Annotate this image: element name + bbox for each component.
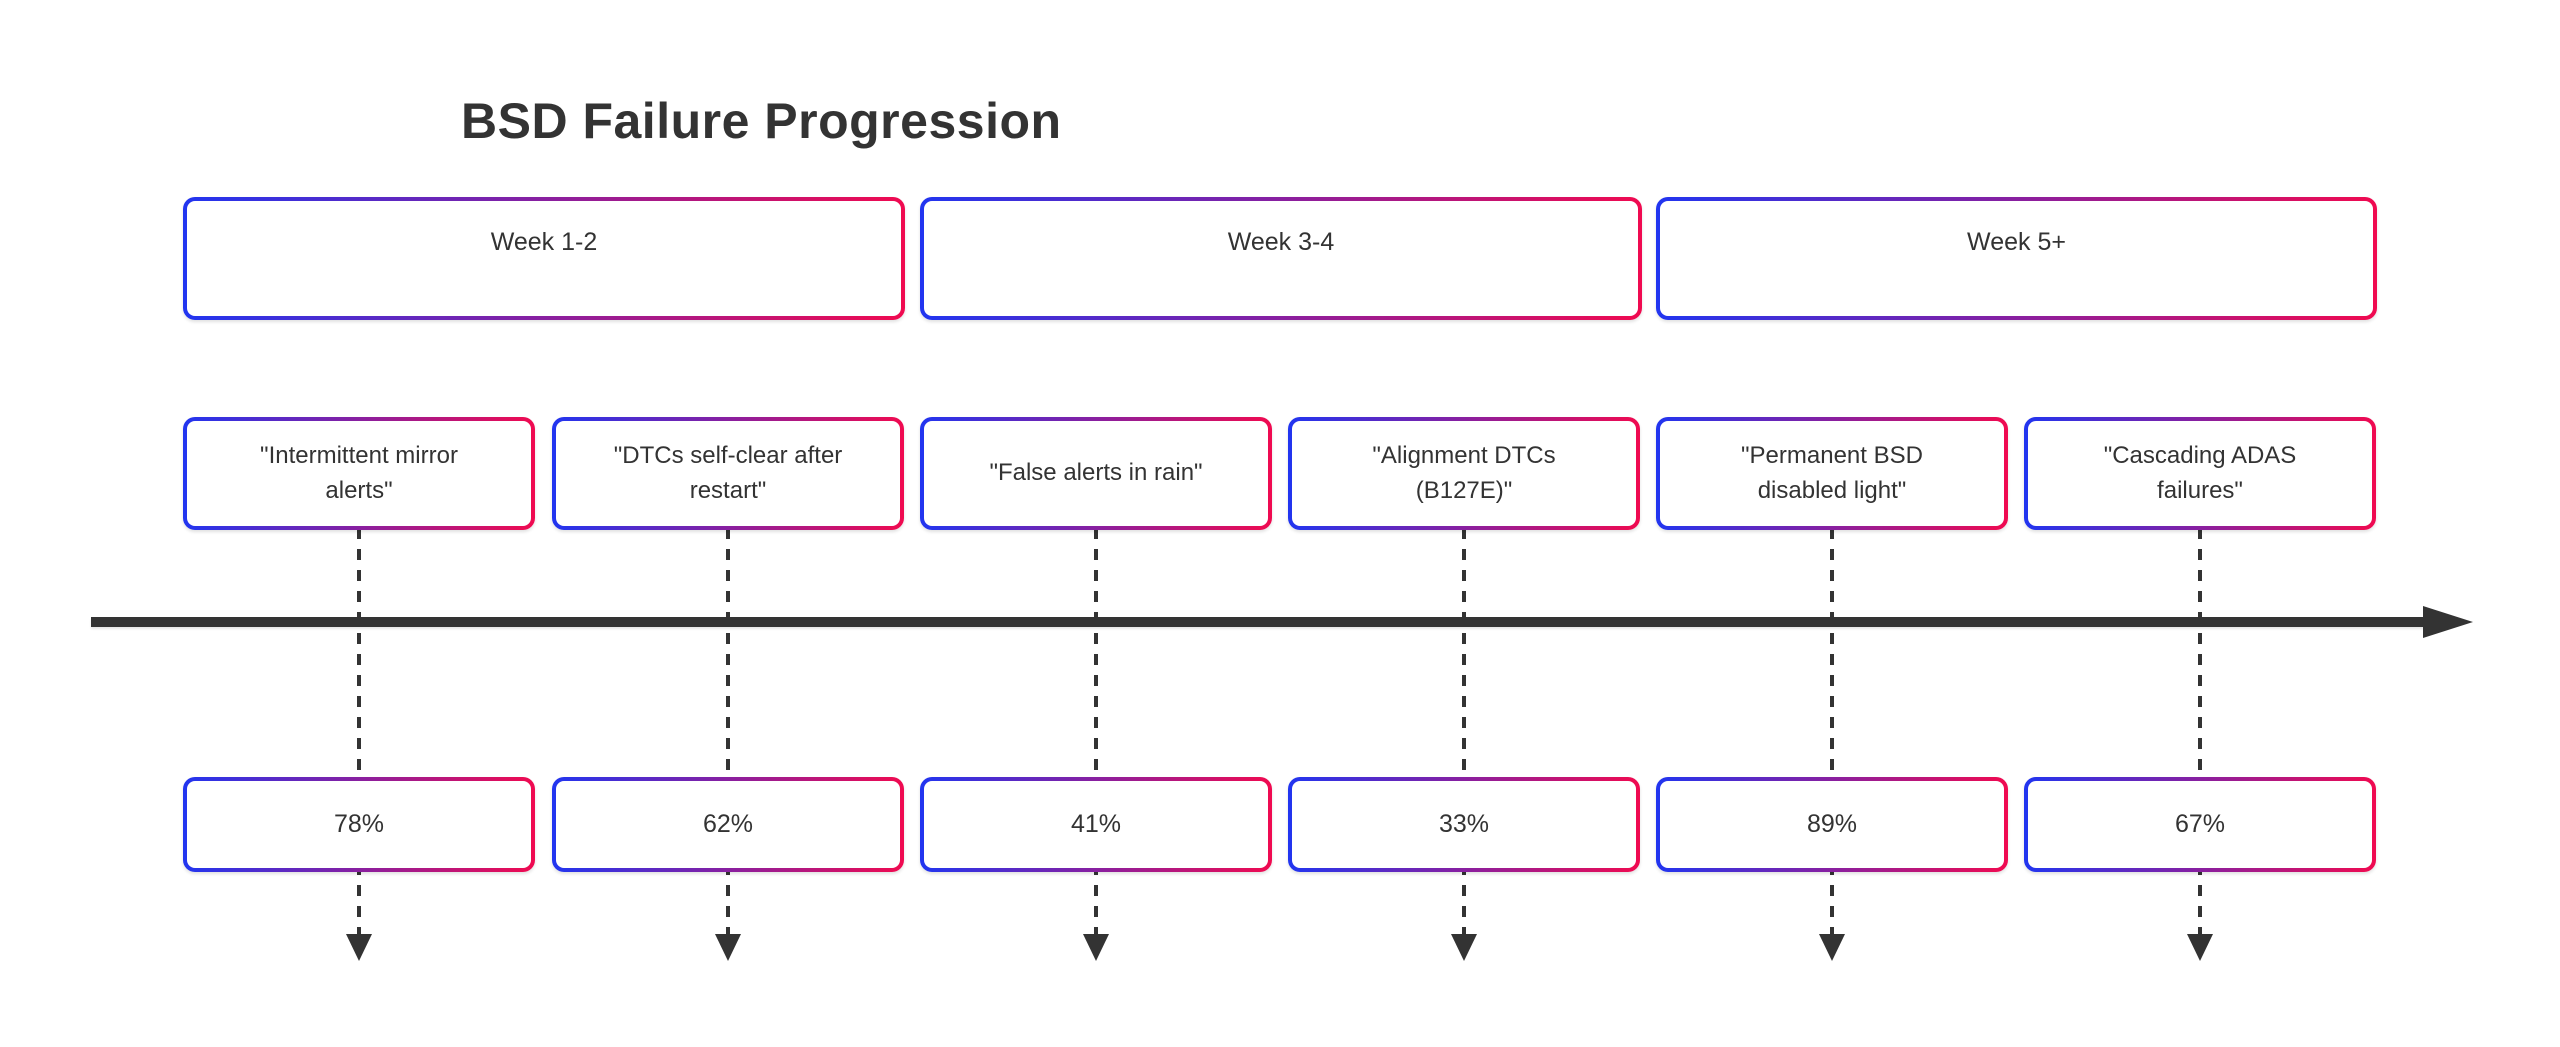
percent-box: 41% bbox=[920, 777, 1272, 872]
symptom-label: "Permanent BSD disabled light" bbox=[1741, 442, 1923, 504]
symptom-label: "Alignment DTCs (B127E)" bbox=[1372, 442, 1556, 504]
symptom-label: "False alerts in rain" bbox=[989, 459, 1203, 487]
symptom-box-dtcs-self-clear: "DTCs self-clear after restart" bbox=[552, 417, 904, 530]
dashed-connector-line bbox=[357, 528, 361, 934]
down-arrowhead-icon bbox=[2187, 934, 2213, 961]
symptom-label: "Intermittent mirror alerts" bbox=[260, 442, 458, 504]
percent-value: 67% bbox=[2174, 810, 2226, 838]
symptom-label: "Cascading ADAS failures" bbox=[2103, 442, 2297, 504]
stage-box-week-5-plus: Week 5+ bbox=[1656, 197, 2377, 320]
timeline-axis bbox=[91, 617, 2425, 627]
symptom-box-intermittent-mirror-alerts: "Intermittent mirror alerts" bbox=[183, 417, 535, 530]
percent-value: 78% bbox=[333, 810, 385, 838]
page-title: BSD Failure Progression bbox=[461, 93, 1062, 149]
dashed-connector-line bbox=[1462, 528, 1466, 934]
symptom-label: "DTCs self-clear after restart" bbox=[613, 442, 843, 504]
timeline-arrowhead-icon bbox=[2423, 606, 2473, 638]
percent-box: 89% bbox=[1656, 777, 2008, 872]
dashed-connector-line bbox=[1830, 528, 1834, 934]
down-arrowhead-icon bbox=[715, 934, 741, 961]
dashed-connector-line bbox=[726, 528, 730, 934]
symptom-box-cascading-adas-failures: "Cascading ADAS failures" bbox=[2024, 417, 2376, 530]
symptom-box-permanent-bsd-disabled: "Permanent BSD disabled light" bbox=[1656, 417, 2008, 530]
down-arrowhead-icon bbox=[1451, 934, 1477, 961]
stage-label: Week 3-4 bbox=[1227, 228, 1335, 256]
stage-label: Week 1-2 bbox=[490, 228, 598, 256]
stage-label: Week 5+ bbox=[1967, 228, 2066, 256]
stage-box-week-1-2: Week 1-2 bbox=[183, 197, 905, 320]
percent-value: 33% bbox=[1438, 810, 1490, 838]
down-arrowhead-icon bbox=[1819, 934, 1845, 961]
stage-box-week-3-4: Week 3-4 bbox=[920, 197, 1642, 320]
symptom-box-alignment-dtcs: "Alignment DTCs (B127E)" bbox=[1288, 417, 1640, 530]
dashed-connector-line bbox=[1094, 528, 1098, 934]
percent-value: 62% bbox=[702, 810, 754, 838]
percent-box: 33% bbox=[1288, 777, 1640, 872]
symptom-box-false-alerts-rain: "False alerts in rain" bbox=[920, 417, 1272, 530]
percent-box: 78% bbox=[183, 777, 535, 872]
percent-box: 62% bbox=[552, 777, 904, 872]
down-arrowhead-icon bbox=[346, 934, 372, 961]
dashed-connector-line bbox=[2198, 528, 2202, 934]
percent-value: 89% bbox=[1806, 810, 1858, 838]
percent-value: 41% bbox=[1070, 810, 1122, 838]
down-arrowhead-icon bbox=[1083, 934, 1109, 961]
percent-box: 67% bbox=[2024, 777, 2376, 872]
